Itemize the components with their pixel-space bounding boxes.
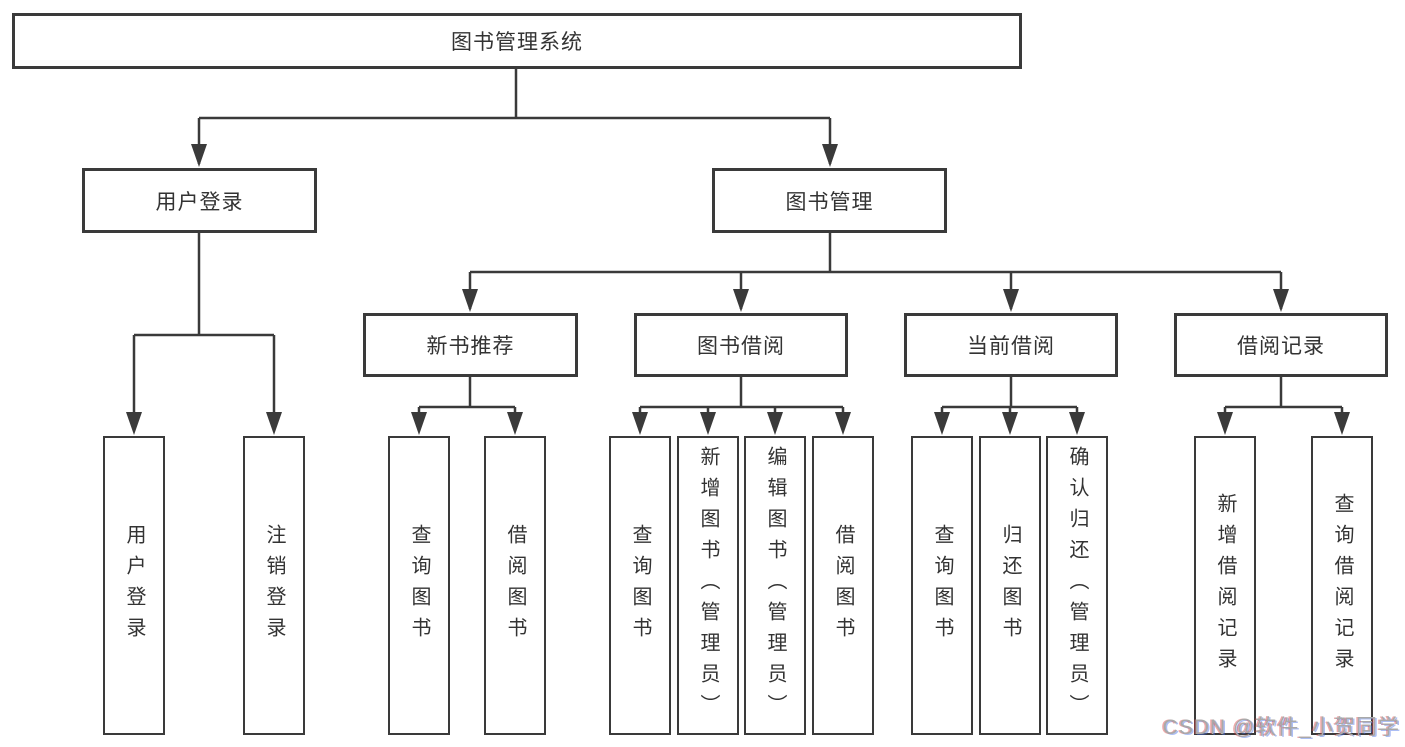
leaf-confirm-return-admin-label: 确认归还（管理员） [1066,446,1088,725]
node-new-book-recommend-label: 新书推荐 [426,335,515,358]
leaf-logout-label: 注销登录 [263,523,285,648]
leaf-query-books-current-label: 查询图书 [931,523,953,648]
csdn-watermark: CSDN @软件_小贺同学 [1162,716,1400,739]
node-user-login-label: 用户登录 [155,190,244,214]
leaf-confirm-return-admin: 确认归还（管理员） [1046,436,1108,735]
node-book-management: 图书管理 [712,168,947,233]
node-borrowing-records: 借阅记录 [1174,313,1388,377]
leaf-query-books-borrow-label: 查询图书 [629,523,651,648]
leaf-add-book-admin: 新增图书（管理员） [677,436,739,735]
arrowheads [126,144,1350,435]
leaf-query-books-current: 查询图书 [911,436,973,735]
leaf-user-login-label: 用户登录 [123,523,145,648]
leaf-query-books-borrow: 查询图书 [609,436,671,735]
leaf-edit-book-admin: 编辑图书（管理员） [744,436,806,735]
leaf-return-book: 归还图书 [979,436,1041,735]
node-root-label: 图书管理系统 [451,31,583,54]
node-new-book-recommend: 新书推荐 [363,313,578,377]
node-current-borrowing-label: 当前借阅 [967,335,1055,358]
node-book-borrowing: 图书借阅 [634,313,848,377]
leaf-add-borrow-record-label: 新增借阅记录 [1214,492,1236,679]
leaf-query-books-recommend: 查询图书 [388,436,450,735]
node-root-system: 图书管理系统 [12,13,1022,69]
leaf-query-borrow-record-label: 查询借阅记录 [1331,492,1353,679]
leaf-return-book-label: 归还图书 [999,523,1021,648]
node-user-login: 用户登录 [82,168,317,233]
leaf-add-book-admin-label: 新增图书（管理员） [697,446,719,725]
leaf-borrow-books: 借阅图书 [812,436,874,735]
node-current-borrowing: 当前借阅 [904,313,1118,377]
leaf-borrow-books-recommend-label: 借阅图书 [504,523,526,648]
leaf-borrow-books-label: 借阅图书 [832,523,854,648]
leaf-user-login: 用户登录 [103,436,165,735]
node-borrowing-records-label: 借阅记录 [1237,335,1325,358]
node-book-borrowing-label: 图书借阅 [697,335,785,358]
leaf-logout: 注销登录 [243,436,305,735]
leaf-query-books-recommend-label: 查询图书 [408,523,430,648]
leaf-query-borrow-record: 查询借阅记录 [1311,436,1373,735]
node-book-management-label: 图书管理 [785,190,874,214]
leaf-borrow-books-recommend: 借阅图书 [484,436,546,735]
leaf-add-borrow-record: 新增借阅记录 [1194,436,1256,735]
leaf-edit-book-admin-label: 编辑图书（管理员） [764,446,786,725]
